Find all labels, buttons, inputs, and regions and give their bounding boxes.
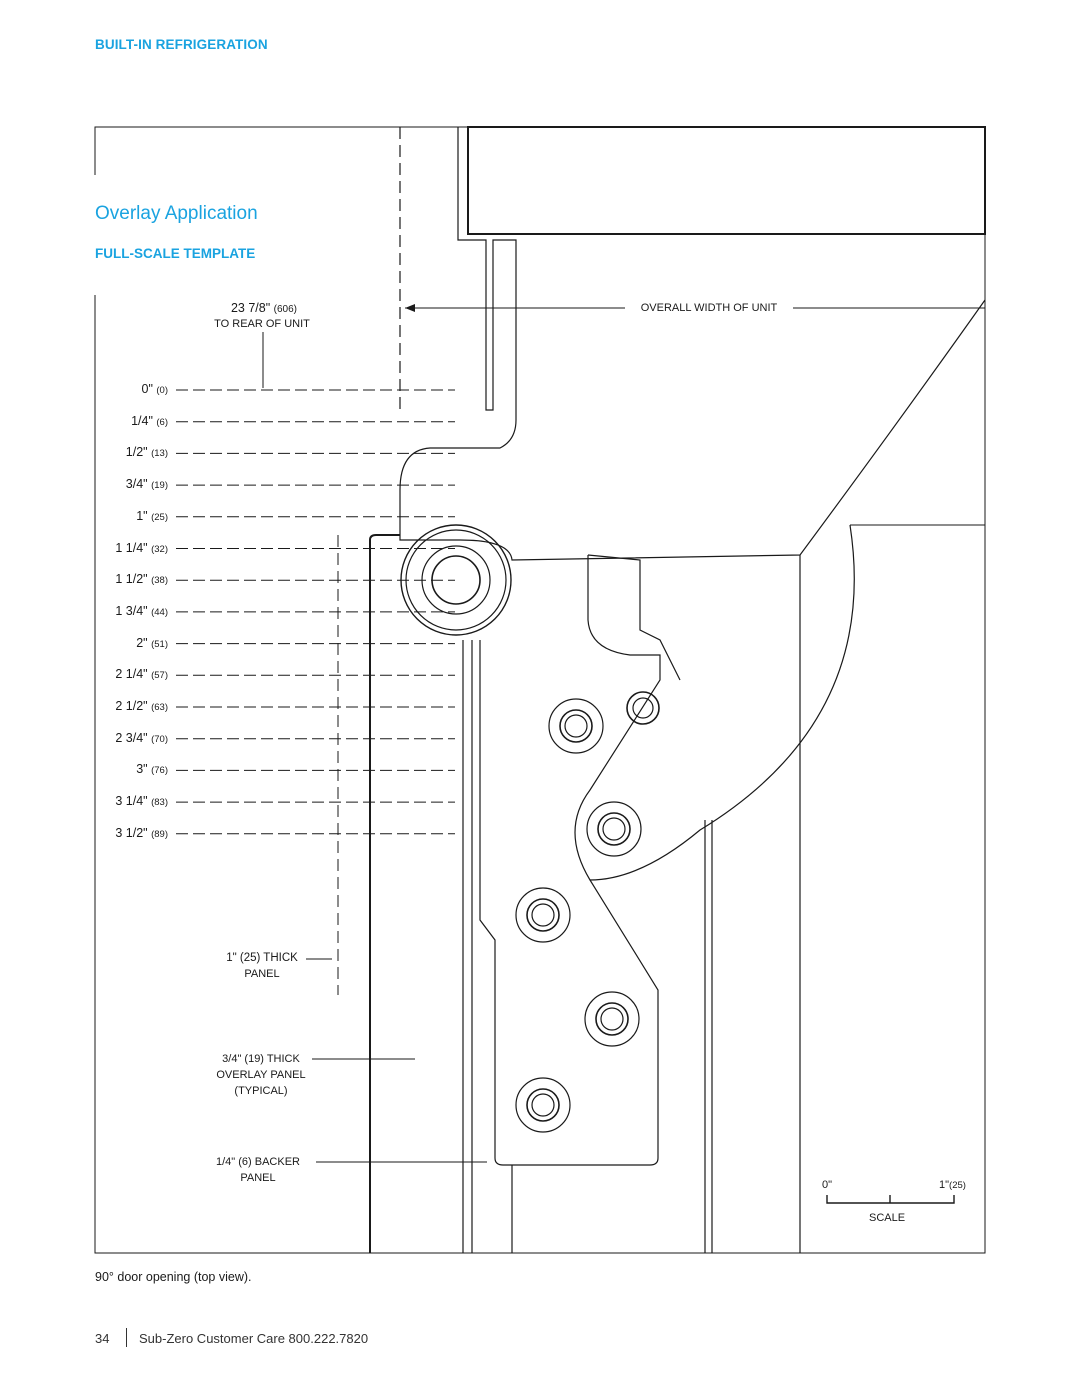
hinge-arm <box>589 524 855 881</box>
overlay-panel-edge <box>369 534 400 1253</box>
scale-start-label: 0" <box>822 1179 833 1191</box>
dimension-mark: 1 3/4" (44) <box>88 604 168 618</box>
scale-end-label: 1"(25) <box>939 1179 966 1191</box>
dimension-mark: 1/2" (13) <box>88 445 168 459</box>
cabinet-flange <box>457 127 517 420</box>
dimension-value: 1/2" <box>125 445 152 460</box>
dimension-value: 2 1/4" <box>115 667 152 682</box>
dimension-mm: (63) <box>151 702 168 713</box>
template-subtitle: FULL-SCALE TEMPLATE <box>95 246 256 261</box>
dimension-mm: (44) <box>151 606 168 618</box>
dimension-mark: 1 1/4" (32) <box>88 541 168 555</box>
dimension-mark: 2 1/2" (63) <box>88 699 168 713</box>
dimension-mark: 1" (25) <box>88 509 168 523</box>
door-outline <box>399 299 986 561</box>
dimension-mm: (76) <box>151 765 168 777</box>
dimension-mm: (89) <box>151 828 168 840</box>
dimension-mm: (13) <box>151 448 168 460</box>
dimension-mark: 1 1/2" (38) <box>88 572 168 586</box>
unit-cabinet-top <box>467 126 986 235</box>
scale-bar <box>826 1195 955 1204</box>
footer-divider <box>126 1328 127 1347</box>
overlay-panel-callout: 3/4" (19) THICK OVERLAY PANEL (TYPICAL) <box>216 1053 306 1097</box>
overall-width-label: OVERALL WIDTH OF UNIT <box>625 302 793 314</box>
dimension-mark: 3 1/4" (83) <box>88 794 168 808</box>
figure-caption: 90° door opening (top view). <box>95 1270 252 1284</box>
dimension-mark: 2 3/4" (70) <box>88 731 168 745</box>
footer-text: Sub-Zero Customer Care 800.222.7820 <box>139 1331 369 1346</box>
dimension-value: 0" <box>141 382 157 396</box>
dimension-mark: 3" (76) <box>88 762 168 776</box>
dimension-mm: (25) <box>151 511 168 523</box>
dimension-value: 1" <box>136 508 152 523</box>
dimension-mark: 3/4" (19) <box>88 477 168 491</box>
dimension-mm: (6) <box>156 416 168 428</box>
dimension-mark: 0" (0) <box>88 382 169 396</box>
dimension-value: 1 1/2" <box>115 572 152 587</box>
dimension-mark: 2 1/4" (57) <box>88 667 168 681</box>
dimension-lines <box>176 389 455 835</box>
dimension-mm: (83) <box>151 797 168 809</box>
dimension-mm: (57) <box>151 670 168 682</box>
thick-panel-callout: 1" (25) THICK PANEL <box>226 952 298 980</box>
hinge-screws <box>515 691 660 1133</box>
dimension-value: 3 1/2" <box>115 825 152 840</box>
page-number: 34 <box>95 1331 110 1346</box>
section-label: BUILT-IN REFRIGERATION <box>95 37 268 52</box>
dimension-value: 2 1/2" <box>115 699 152 713</box>
dimension-mark: 3 1/2" (89) <box>88 826 168 840</box>
dimension-value: 3" <box>136 762 152 777</box>
hinge-plate <box>479 555 661 1166</box>
dimension-mark: 2" (51) <box>88 636 168 650</box>
dimension-value: 1 3/4" <box>115 603 152 618</box>
dimension-value: 1 1/4" <box>115 540 152 555</box>
dimension-value: 2 3/4" <box>115 730 152 745</box>
dimension-mm: (32) <box>151 543 168 555</box>
dimension-value: 3 1/4" <box>115 794 152 809</box>
dimension-mm: (38) <box>151 575 168 587</box>
rear-dimension-label: TO REAR OF UNIT <box>214 318 310 330</box>
dimension-mm: (70) <box>151 733 168 745</box>
rear-dimension: 23 7/8" (606) <box>230 301 298 315</box>
dimension-mark: 1/4" (6) <box>88 414 168 428</box>
dimension-mm: (19) <box>151 480 168 492</box>
backer-panel-callout: 1/4" (6) BACKER PANEL <box>216 1156 300 1184</box>
dimension-value: 1/4" <box>131 413 157 428</box>
dimension-mm: (0) <box>156 385 168 396</box>
dimension-value: 2" <box>136 635 152 650</box>
dimension-value: 3/4" <box>125 477 152 492</box>
page-title: Overlay Application <box>95 203 258 224</box>
scale-label: SCALE <box>869 1212 906 1224</box>
dimension-mm: (51) <box>151 638 168 650</box>
